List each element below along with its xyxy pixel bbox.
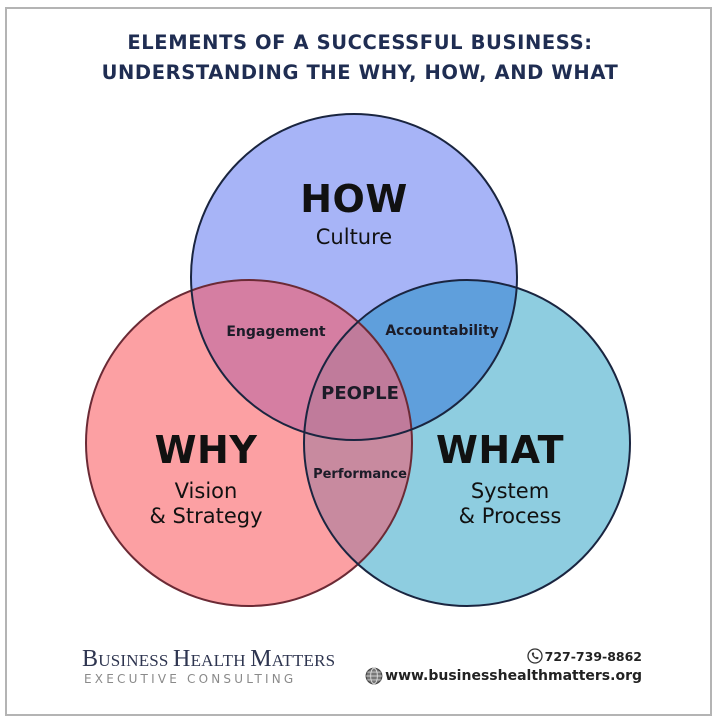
engagement-label: Engagement <box>226 324 326 340</box>
diagram-title: ELEMENTS OF A SUCCESSFUL BUSINESS: UNDER… <box>0 28 720 88</box>
globe-icon <box>365 667 383 685</box>
brand-logo-text: BUSINESS HEALTH MATTERS <box>82 646 336 672</box>
how-outline <box>190 113 518 441</box>
why-subtitle-line-2: & Strategy <box>149 504 263 528</box>
what-outline <box>303 279 631 607</box>
center-overlap <box>304 280 412 440</box>
accountability-label: Accountability <box>385 323 499 339</box>
title-line-1: ELEMENTS OF A SUCCESSFUL BUSINESS: <box>127 31 593 54</box>
phone-contact: 727-739-8862 <box>526 648 642 664</box>
what-subtitle-line-2: & Process <box>458 504 562 528</box>
how-subtitle: Culture <box>315 225 393 249</box>
brand-tagline: EXECUTIVE CONSULTING <box>84 672 297 686</box>
why-subtitle-line-1: Vision <box>174 479 238 503</box>
performance-label: Performance <box>313 467 407 482</box>
title-line-2: UNDERSTANDING THE WHY, HOW, AND WHAT <box>101 61 619 84</box>
what-subtitle-line-1: System <box>470 479 550 503</box>
what-heading: WHAT <box>435 428 565 472</box>
phone-number: 727-739-8862 <box>544 648 642 664</box>
website-url: www.businesshealthmatters.org <box>385 668 642 684</box>
website-contact: www.businesshealthmatters.org <box>365 667 642 685</box>
how-heading: HOW <box>300 177 408 221</box>
why-outline <box>85 279 413 607</box>
people-label: PEOPLE <box>321 383 399 404</box>
phone-icon <box>526 648 543 664</box>
why-heading: WHY <box>154 428 258 472</box>
